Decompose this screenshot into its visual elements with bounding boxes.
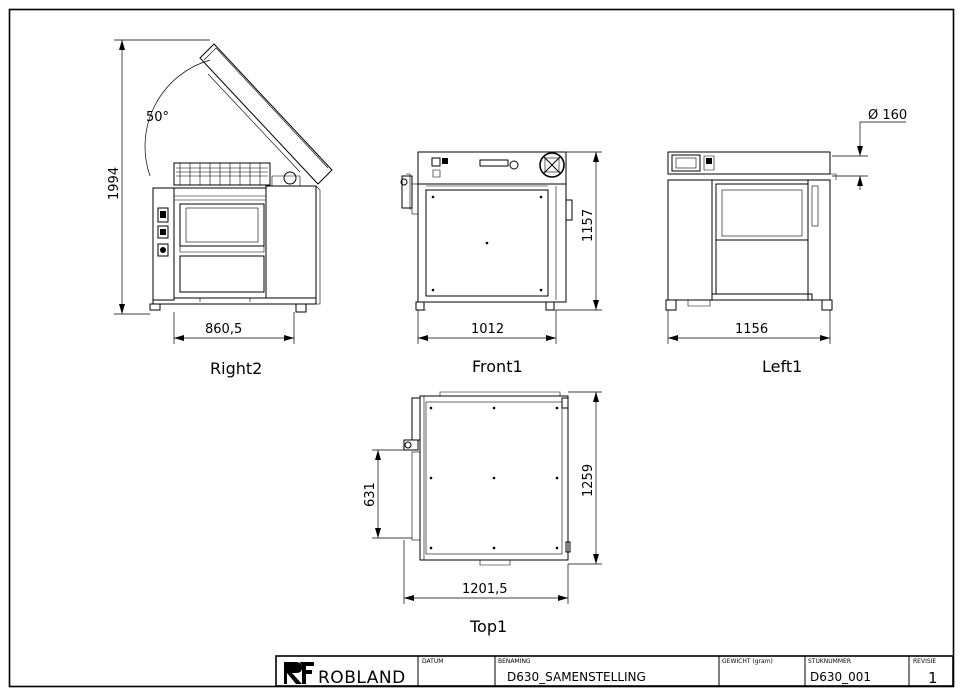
stuknummer-label: STUKNUMMER bbox=[808, 658, 851, 665]
left-view: Ø 160 1156 Left1 bbox=[665, 108, 907, 376]
top-width-dim: 1201,5 bbox=[462, 582, 508, 597]
right-view: 50° 1994 860,5 Right2 bbox=[107, 39, 333, 378]
logo-text: ROBLAND bbox=[318, 668, 406, 688]
front-view: 1157 1012 Front1 bbox=[400, 151, 602, 376]
benaming-label: BENAMING bbox=[498, 658, 531, 665]
top-offset-dim: 631 bbox=[363, 482, 378, 507]
datum-label: DATUM bbox=[422, 658, 443, 665]
benaming-value: D630_SAMENSTELLING bbox=[507, 670, 646, 684]
front-width-dim: 1012 bbox=[471, 322, 504, 337]
gewicht-label: GEWICHT (gram) bbox=[722, 658, 773, 665]
front-view-label: Front1 bbox=[472, 357, 523, 376]
title-block: ROBLAND DATUM BENAMING D630_SAMENSTELLIN… bbox=[275, 655, 954, 688]
left-width-dim: 1156 bbox=[735, 322, 768, 337]
top-view: 1259 631 1201,5 Top1 bbox=[363, 391, 602, 636]
top-height-dim: 1259 bbox=[581, 464, 596, 497]
robland-logo: ROBLAND bbox=[284, 662, 406, 688]
right-angle-dim: 50° bbox=[146, 110, 169, 125]
right-height-dim: 1994 bbox=[107, 167, 122, 200]
revisie-value: 1 bbox=[928, 669, 938, 687]
right-width-dim: 860,5 bbox=[205, 322, 242, 337]
left-view-label: Left1 bbox=[762, 357, 802, 376]
right-view-label: Right2 bbox=[210, 359, 262, 378]
top-view-label: Top1 bbox=[469, 617, 507, 636]
stuknummer-value: D630_001 bbox=[810, 670, 871, 684]
front-height-dim: 1157 bbox=[581, 209, 596, 242]
left-diameter-dim: Ø 160 bbox=[868, 108, 907, 123]
revisie-label: REVISIE bbox=[913, 658, 936, 665]
